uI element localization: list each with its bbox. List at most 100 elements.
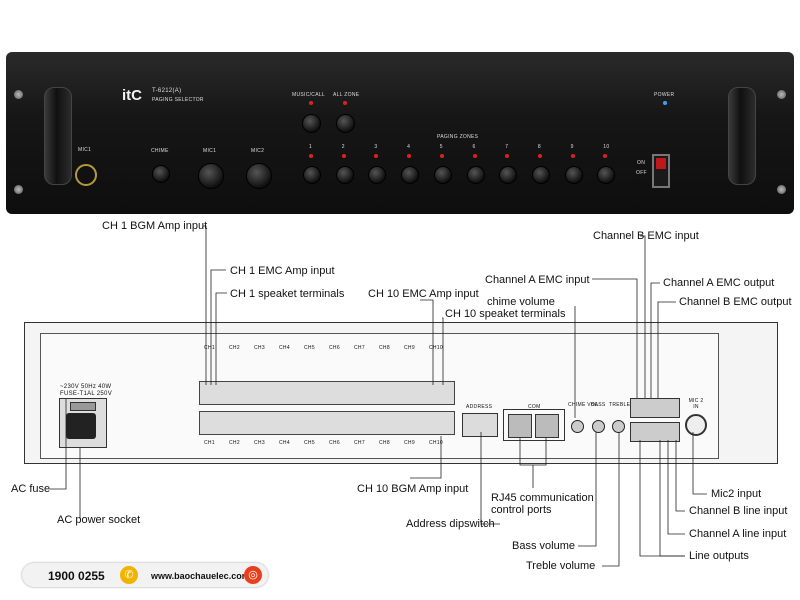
mic2-knob-label: MIC2 [251,148,265,154]
callout-ch10-emc-amp-input: CH 10 EMC Amp input [368,288,479,300]
callout-channel-a-emc-output: Channel A EMC output [663,277,775,289]
channel-label: CH10 [429,345,443,351]
channel-label: CH8 [379,345,390,351]
channel-label-bottom: CH5 [304,440,315,446]
rack-screw [14,90,23,99]
zone-led [407,154,412,158]
zone-number-label: 10 [603,144,610,150]
zone-led [309,154,313,158]
channel-label: CH6 [329,345,340,351]
zone-number-label: 4 [407,144,411,150]
callout-rj45-line1: RJ45 communication [491,492,594,504]
power-label: POWER [654,92,675,98]
channel-label-bottom: CH4 [279,440,290,446]
all-zone-led [343,101,347,105]
callout-bass-volume: Bass volume [512,540,575,552]
callout-channel-b-line-input: Channel B line input [689,505,788,517]
chime-label: CHIME [151,148,169,154]
callout-treble-volume: Treble volume [526,560,596,572]
zone-button [531,166,550,184]
zone-button [564,166,583,184]
com-port-frame [503,409,565,441]
zone-led [537,154,542,158]
callout-channel-a-line-input: Channel A line input [689,528,787,540]
bass-label: BASS [591,402,606,408]
contact-phone: 1900 0255 [48,569,105,583]
rack-screw [777,90,786,99]
zone-number-label: 5 [439,144,443,150]
zone-led [603,154,608,158]
channel-label: CH4 [279,345,290,351]
contact-website: www.baochauelec.com [151,571,250,581]
chime-vol-label: CHIME VOL [568,402,599,408]
zone-button [401,166,420,184]
channel-label-bottom: CH9 [404,440,415,446]
callout-ac-power-socket: AC power socket [57,514,141,526]
channel-label: CH2 [229,345,240,351]
address-dipswitch [462,413,498,437]
zone-number-label: 2 [341,144,345,150]
bass-knob [592,420,605,433]
channel-label-bottom: CH6 [329,440,340,446]
line-io-terminal [630,398,680,418]
channel-label: CH9 [404,345,415,351]
mic2-volume-knob [246,163,272,189]
zone-led [341,154,346,158]
zone-number-label: 1 [309,144,313,150]
callout-ch10-bgm-amp-input: CH 10 BGM Amp input [357,483,469,495]
zone-number-label: 6 [472,144,476,150]
zone-led [505,154,510,158]
callout-line-outputs: Line outputs [689,550,749,562]
zone-number-label: 3 [374,144,378,150]
channel-label: CH5 [304,345,315,351]
callout-channel-b-emc-input: Channel B EMC input [593,230,699,242]
mic1-knob-label: MIC1 [203,148,217,154]
line-io-terminal [630,422,680,442]
callout-ch1-bgm-amp-input: CH 1 BGM Amp input [102,220,208,232]
speaker-terminal-block [199,381,455,436]
mic1-volume-knob [198,163,224,189]
callout-ch10-speaker-terminals: CH 10 speaket terminals [445,308,566,320]
callout-channel-a-emc-input: Channel A EMC input [485,274,590,286]
callout-ac-fuse: AC fuse [11,483,51,495]
zone-number-label: 7 [505,144,509,150]
com-label: COM [528,404,541,410]
phone-icon: ✆ [120,566,138,584]
power-switch [652,154,670,188]
callout-ch1-speaker-terminals: CH 1 speaket terminals [230,288,345,300]
rack-screw [14,185,23,194]
off-label: OFF [636,170,647,176]
chime-volume-knob [571,420,584,433]
channel-label-bottom: CH3 [254,440,265,446]
mic1-jack [75,164,97,186]
callout-chime-volume: chime volume [487,296,555,308]
channel-label-bottom: CH1 [204,440,215,446]
zone-button [433,166,452,184]
power-spec-line1: ~230V 50Hz 40W [60,384,112,390]
rj45-port-2 [535,414,559,438]
rj45-port-1 [508,414,532,438]
zone-button [303,166,321,184]
paging-zones-label: PAGING ZONES [437,134,479,140]
ac-power-socket [59,398,107,448]
globe-icon: ◎ [244,566,262,584]
power-led [663,101,667,105]
callout-ch1-emc-amp-input: CH 1 EMC Amp input [230,265,335,277]
treble-label: TREBLE [609,402,631,408]
model-number: T-6212(A) [152,88,182,94]
rack-screw [777,185,786,194]
chime-button [152,165,170,183]
mic2-in-label: MIC 2 IN [688,398,704,410]
device-subtitle: PAGING SELECTOR [152,97,204,103]
zone-number-label: 8 [537,144,541,150]
channel-label-bottom: CH8 [379,440,390,446]
zone-led [472,154,477,158]
zone-led [439,154,444,158]
all-zone-button [336,114,355,133]
zone-number-label: 9 [570,144,574,150]
channel-label: CH1 [204,345,215,351]
mic1-jack-label: MIC1 [78,147,92,153]
callout-address-dipswitch: Address dipswitch [406,518,495,530]
rack-handle-right [728,87,756,185]
